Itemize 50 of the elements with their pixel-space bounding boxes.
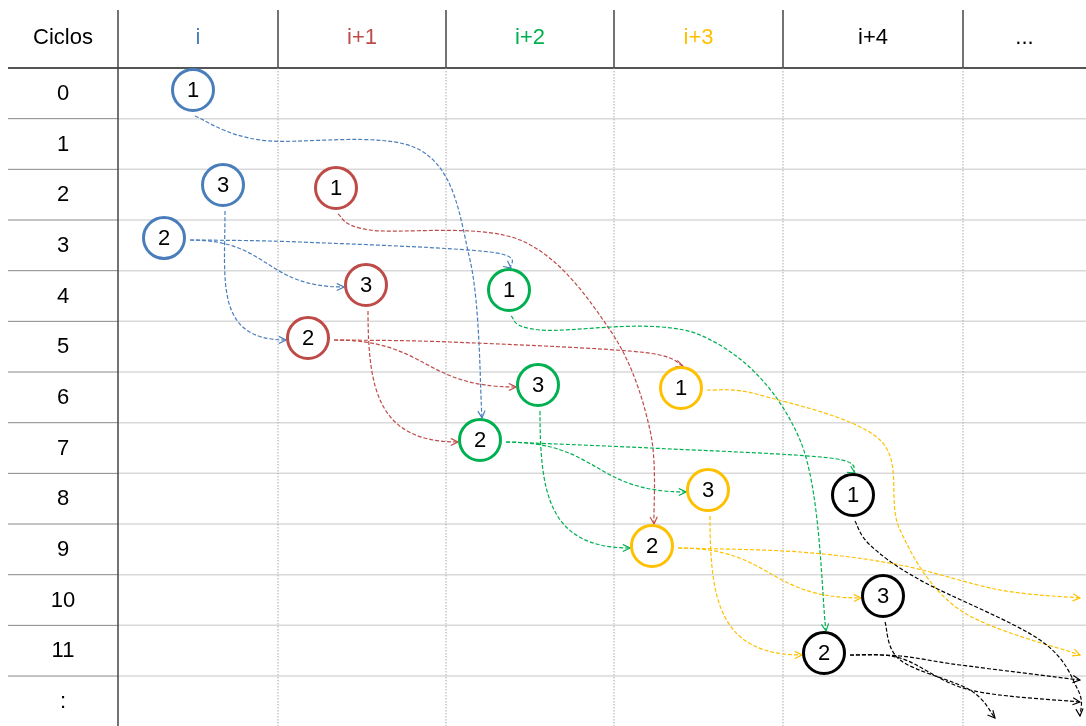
cycle-number: 2 [55,181,71,208]
cycle-number: 9 [55,536,71,562]
dashed-arrow [223,210,287,344]
dashed-arrow [539,410,631,552]
dashed-arrow [333,339,517,391]
dashed-arrow [706,389,1081,657]
cycle-number: 0 [55,80,71,106]
column-header: i+3 [682,24,715,50]
cycle-number: 6 [55,384,71,410]
dashed-arrow [677,547,862,602]
column-header: i+1 [346,24,378,50]
dashed-arrow [505,441,687,496]
column-header: i+4 [857,24,889,50]
numbered-circle: 2 [630,524,674,568]
numbered-circle: 1 [487,268,531,312]
dashed-arrow [884,621,996,719]
column-header: i+2 [514,24,546,50]
dashed-arrow [510,315,830,632]
cycle-number: 3 [55,232,71,258]
cycle-number: 11 [50,637,76,664]
dashed-arrow [189,239,345,291]
numbered-circle: 1 [171,68,215,112]
column-header: Ciclos [32,24,94,50]
cycle-number: : [58,688,68,715]
dashed-arrow [367,310,459,446]
numbered-circle: 3 [516,363,560,407]
cycle-number: 4 [55,282,71,309]
dashed-arrow [849,653,1081,706]
numbered-circle: 1 [831,473,875,517]
cycle-number: 8 [55,485,71,512]
cycle-number: 7 [55,434,71,461]
dashed-arrow [709,515,803,659]
numbered-circle: 1 [314,166,358,210]
dashed-arrow [337,213,659,525]
dashed-arrow [194,115,486,419]
numbered-circle: 2 [802,631,846,675]
cycle-number: 10 [49,586,77,613]
dashed-arrow [854,520,1085,717]
column-header: ... [1014,24,1035,50]
numbered-circle: 1 [659,366,703,410]
numbered-circle: 3 [344,263,388,307]
numbered-circle: 3 [201,163,245,207]
numbered-circle: 2 [286,316,330,360]
cycle-number: 1 [55,130,71,157]
cycle-number: 5 [55,333,71,360]
numbered-circle: 2 [142,216,186,260]
numbered-circle: 3 [861,574,905,618]
numbered-circle: 2 [458,418,502,462]
numbered-circle: 3 [686,468,730,512]
column-header: i [194,24,202,50]
